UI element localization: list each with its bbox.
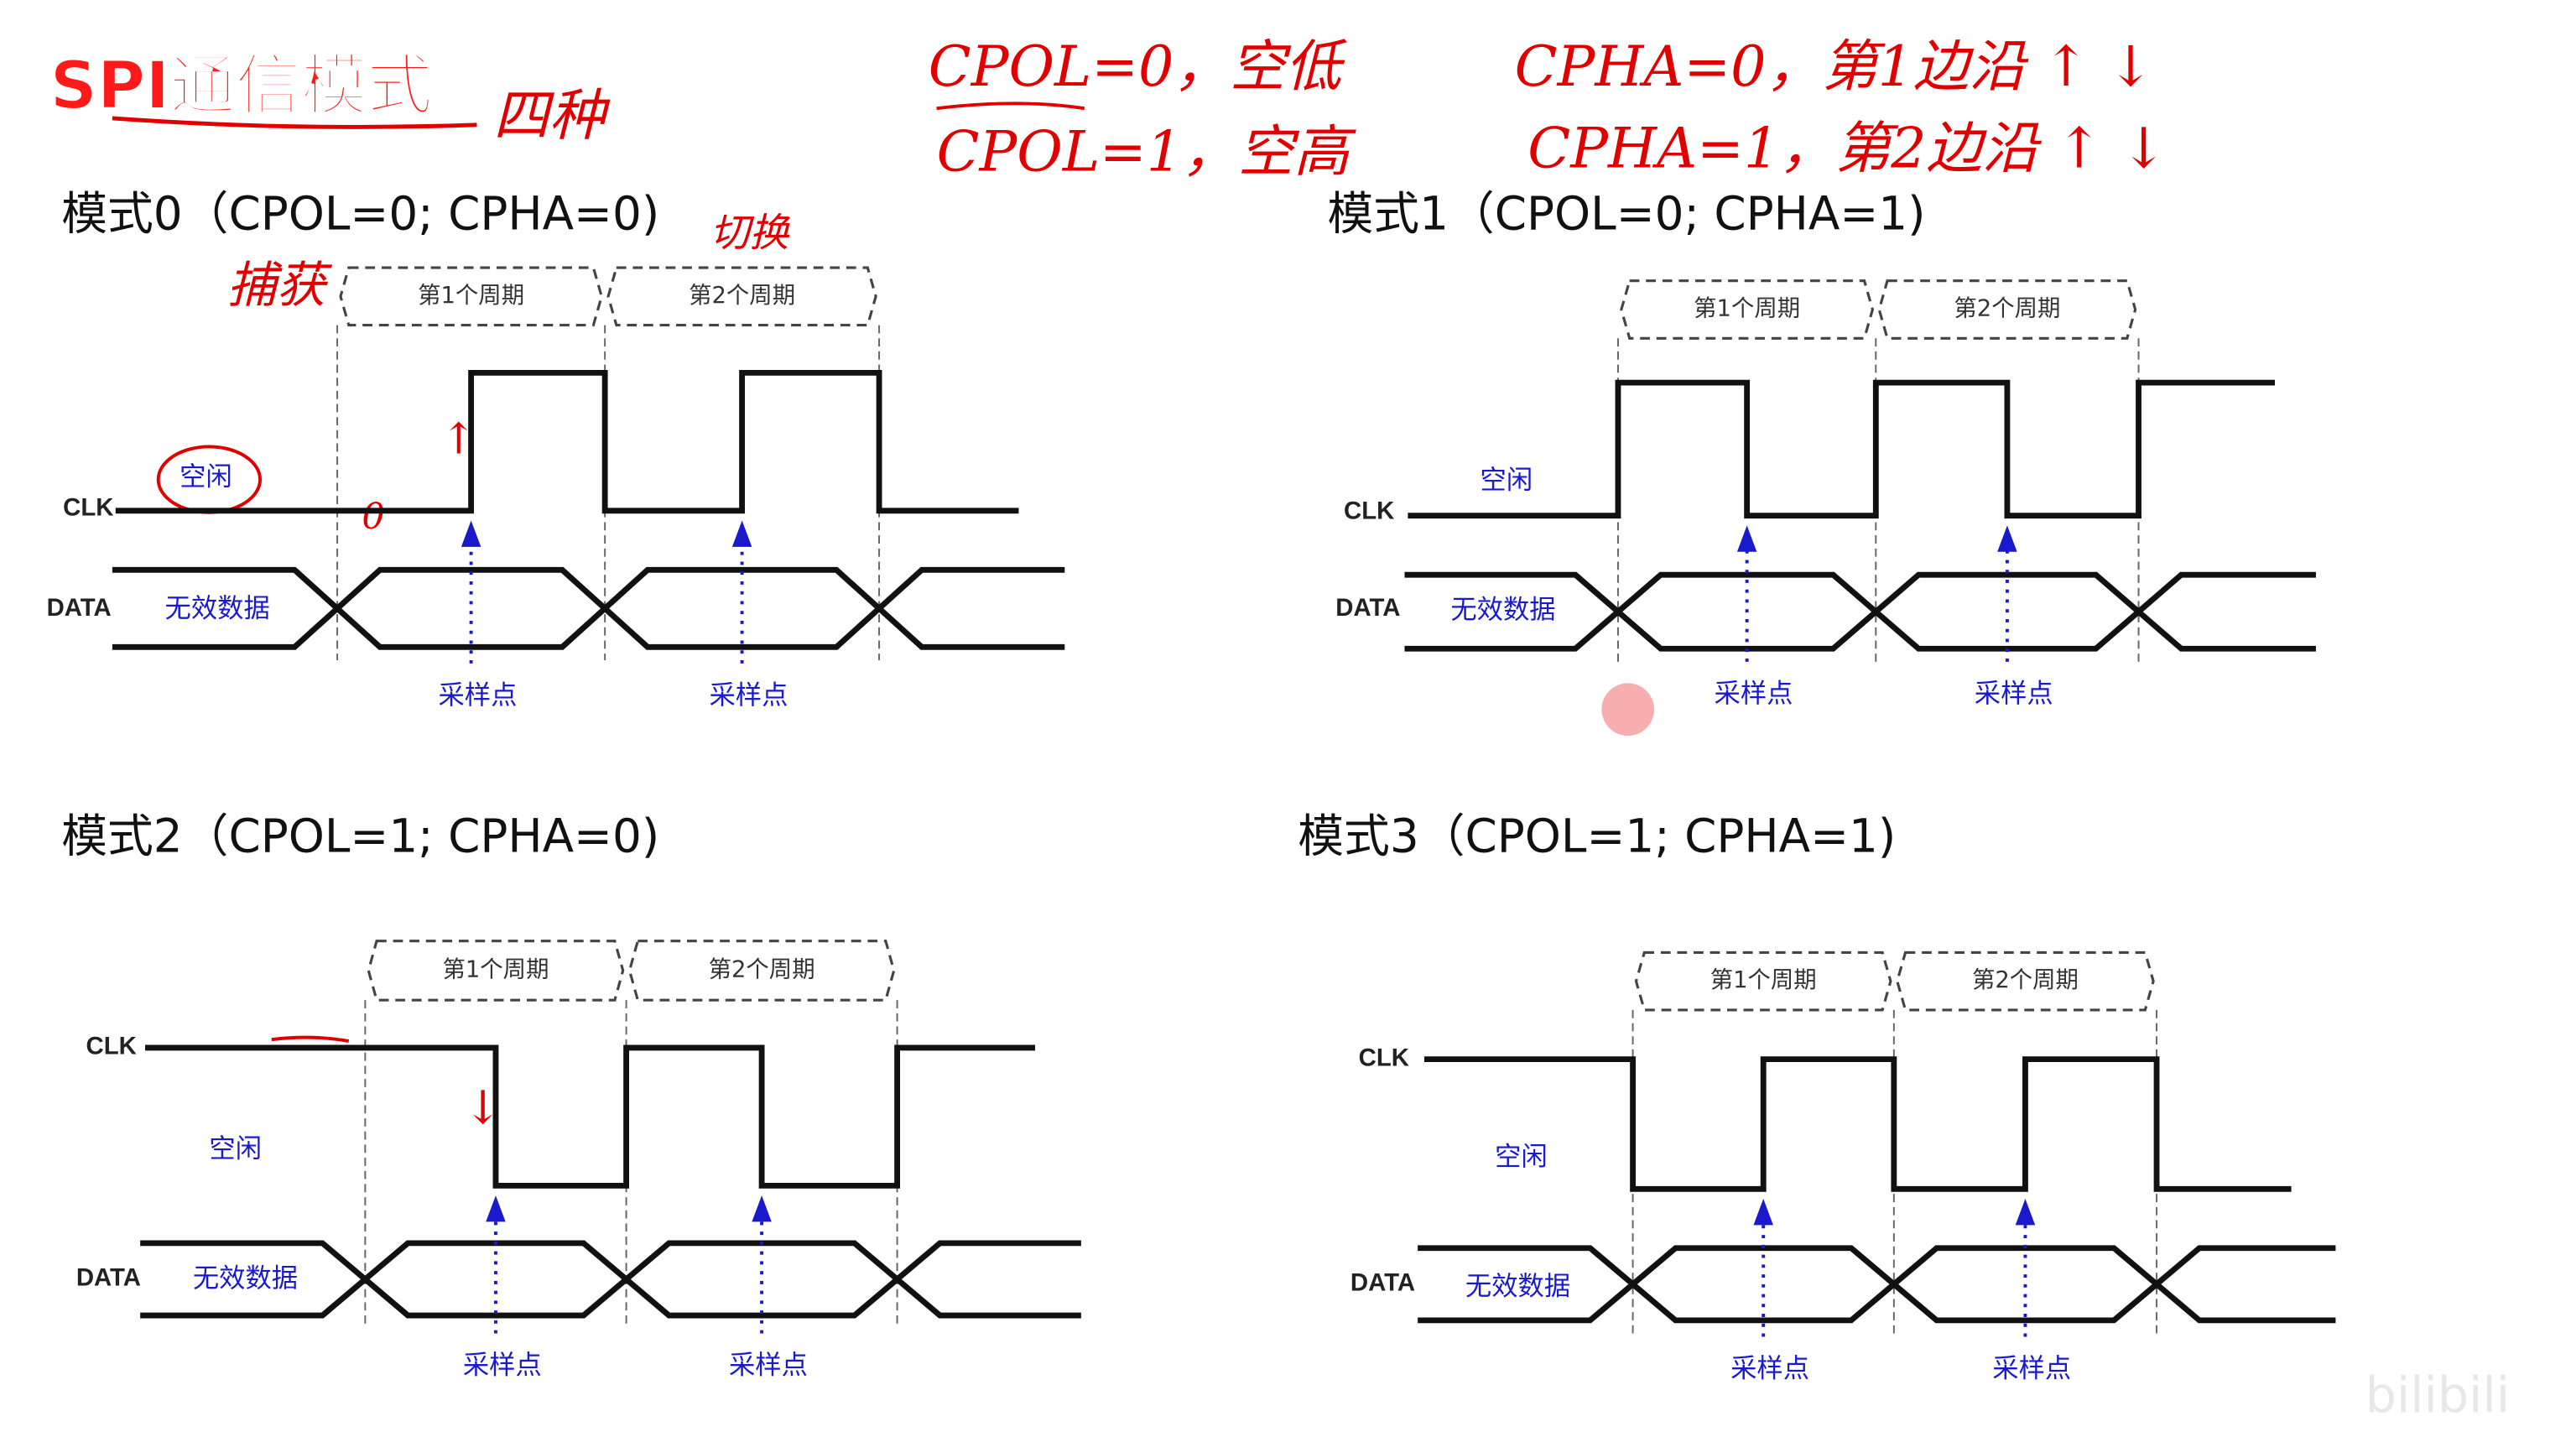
- clk-waveform: [115, 369, 1019, 514]
- annotation-underline: [936, 102, 1085, 111]
- sample-point-label: 采样点: [1730, 1354, 1809, 1384]
- period-box: [367, 940, 625, 1002]
- mode-title: 模式2（CPOL=1; CPHA=0): [61, 809, 659, 862]
- period-box: [1896, 950, 2155, 1012]
- data-waveform: [140, 1240, 1081, 1319]
- data-waveform: [1404, 571, 2316, 652]
- invalid-data-label: 无效数据: [1450, 595, 1555, 625]
- clk-label: CLK: [63, 494, 113, 522]
- sample-arrow-icon: [1736, 525, 1757, 552]
- clk-waveform: [1408, 379, 2275, 519]
- sample-point-label: 采样点: [1715, 679, 1793, 709]
- sample-arrow-icon: [2015, 1199, 2036, 1226]
- title-underline: [112, 116, 477, 129]
- clk-label: CLK: [1344, 497, 1394, 525]
- period-box: [1877, 279, 2137, 340]
- period-box: [339, 266, 603, 327]
- period-label: 第1个周期: [1694, 296, 1800, 322]
- annotation-cpol1: CPOL=1，空高: [937, 119, 1357, 185]
- period-label: 第1个周期: [1710, 967, 1817, 993]
- data-label: DATA: [1350, 1269, 1415, 1297]
- period-label: 第1个周期: [442, 956, 549, 982]
- mode-1-panel: 模式1（CPOL=0; CPHA=1) 第1个周期 第2个周期 CLK DATA 空闲无效…: [1327, 187, 2316, 709]
- annotation-cpha0: CPHA=0，第1边沿 ↑ ↓: [1515, 34, 2154, 99]
- period-box: [627, 940, 896, 1002]
- clk-label: CLK: [86, 1033, 137, 1060]
- idle-label: 空闲: [209, 1133, 262, 1164]
- mode-title: 模式3（CPOL=1; CPHA=1): [1298, 809, 1896, 862]
- period-box: [1634, 950, 1892, 1012]
- clk-waveform: [1423, 1056, 2292, 1192]
- watermark: bilibili: [2365, 1367, 2510, 1424]
- invalid-data-label: 无效数据: [193, 1263, 298, 1294]
- sample-arrow-icon: [731, 520, 752, 547]
- invalid-data-label: 无效数据: [1465, 1272, 1570, 1302]
- idle-label: 空闲: [1495, 1142, 1548, 1172]
- sample-arrow-icon: [752, 1195, 772, 1222]
- clk-waveform: [145, 1044, 1036, 1189]
- mode-0-panel: 模式0（CPOL=0; CPHA=0) 第1个周期 第2个周期 CLK DATA 空闲无效…: [47, 187, 1065, 711]
- sample-point-label: 采样点: [729, 1351, 808, 1381]
- period-box: [606, 266, 877, 327]
- sample-point-label: 采样点: [463, 1351, 542, 1381]
- data-label: DATA: [1335, 594, 1400, 622]
- annotation-idle-arrow: [271, 1035, 350, 1044]
- sample-point-label: 采样点: [438, 680, 517, 711]
- annotation-four-kinds: 四种: [493, 83, 611, 148]
- annotation-switch: 切换: [710, 211, 790, 257]
- sample-arrow-icon: [1753, 1199, 1773, 1226]
- clk-label: CLK: [1359, 1044, 1409, 1071]
- invalid-data-label: 无效数据: [165, 593, 270, 623]
- period-label: 第2个周期: [689, 283, 795, 309]
- data-label: DATA: [76, 1264, 141, 1292]
- mode-3-panel: 模式3（CPOL=1; CPHA=1) 第1个周期 第2个周期 CLK DATA 空闲无效…: [1298, 809, 2336, 1384]
- data-label: DATA: [47, 594, 112, 622]
- data-waveform: [1418, 1245, 2336, 1324]
- annotation-zero: 0: [362, 496, 384, 538]
- page-title: SPI通信模式: [49, 48, 432, 124]
- period-label: 第2个周期: [1954, 296, 2060, 322]
- sample-arrow-icon: [1997, 525, 2017, 552]
- mode-title: 模式1（CPOL=0; CPHA=1): [1327, 187, 1925, 241]
- period-label: 第1个周期: [418, 283, 524, 309]
- data-waveform: [112, 566, 1065, 650]
- period-label: 第2个周期: [709, 956, 815, 982]
- annotation-cpha1: CPHA=1，第2边沿 ↑ ↓: [1527, 116, 2167, 181]
- cursor-indicator: [1601, 683, 1655, 736]
- mode-title: 模式0（CPOL=0; CPHA=0): [61, 187, 659, 241]
- sample-point-label: 采样点: [709, 680, 788, 711]
- sample-arrow-icon: [486, 1195, 506, 1222]
- annotation-cpol0: CPOL=0，空低: [929, 34, 1348, 99]
- mode-2-panel: 模式2（CPOL=1; CPHA=0) 第1个周期 第2个周期 CLK DATA 空闲无效…: [61, 809, 1081, 1381]
- annotation-capture: 捕获: [227, 256, 333, 314]
- sample-arrow-icon: [461, 520, 481, 547]
- sample-point-label: 采样点: [1992, 1354, 2071, 1384]
- period-label: 第2个周期: [1972, 967, 2079, 993]
- idle-label: 空闲: [180, 462, 232, 492]
- idle-label: 空闲: [1481, 466, 1533, 496]
- period-box: [1620, 279, 1875, 340]
- sample-point-label: 采样点: [1975, 679, 2053, 709]
